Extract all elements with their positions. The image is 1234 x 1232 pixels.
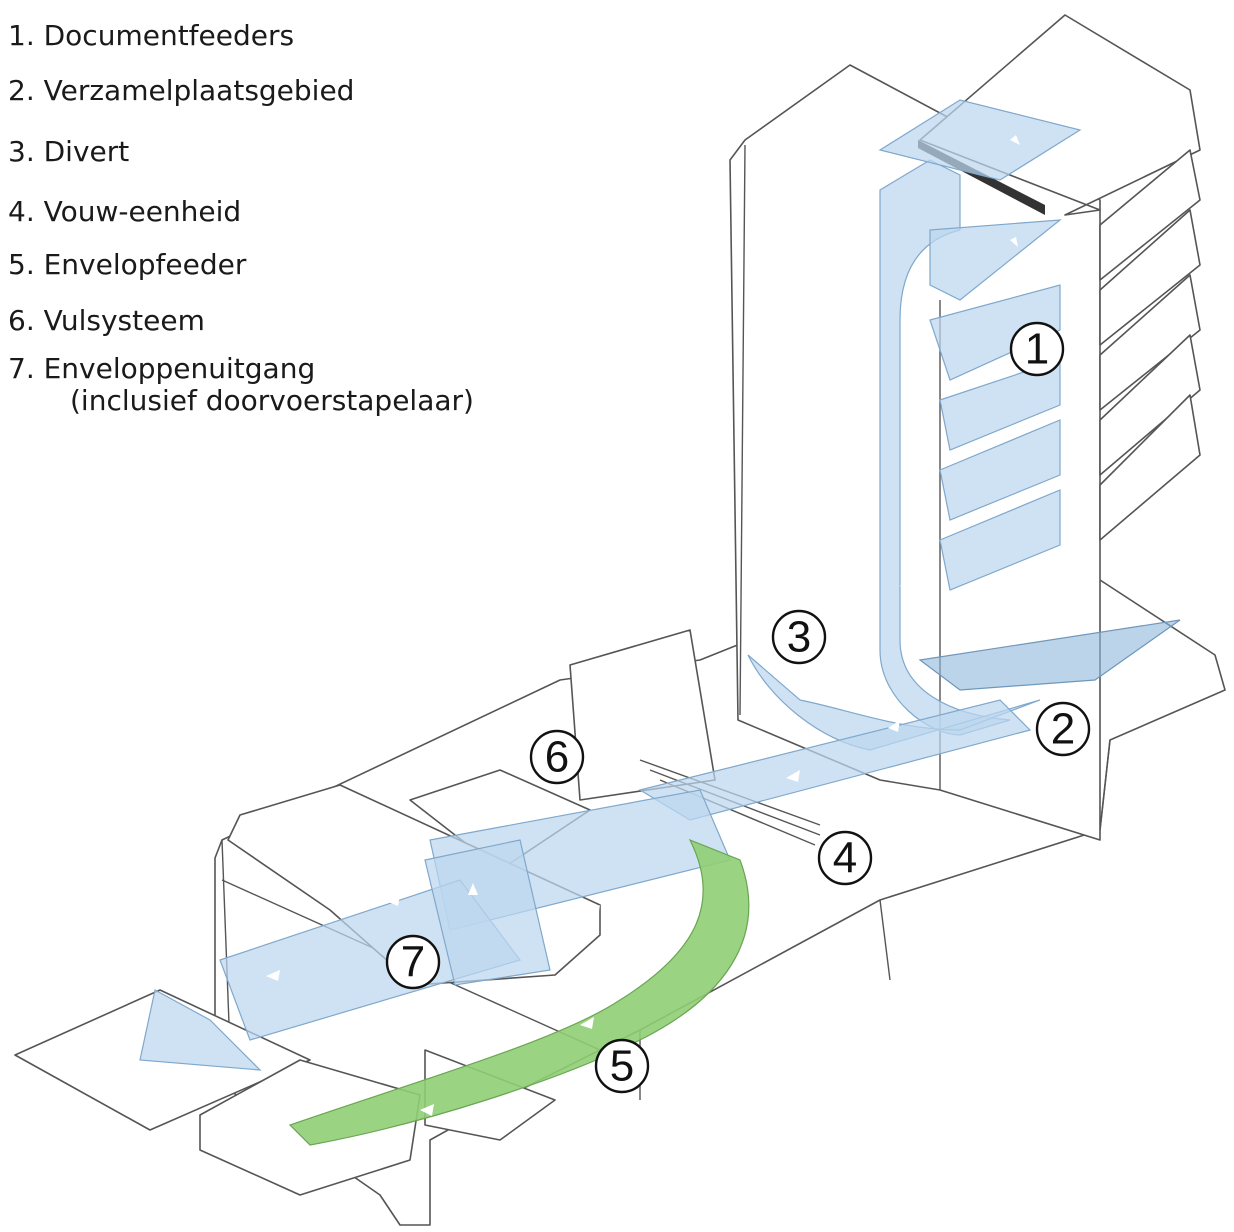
feeder-tray-3 <box>1099 209 1201 346</box>
arrow-icon <box>580 1017 594 1029</box>
legend-item-7: 7. Enveloppenuitgang <box>8 352 316 385</box>
legend-item-1: 1. Documentfeeders <box>8 19 295 52</box>
envelope-path <box>288 838 750 1146</box>
arrow-icon <box>786 770 800 782</box>
legend-item-6: 6. Vulsysteem <box>8 304 205 337</box>
callout-5: 5 <box>594 1038 650 1094</box>
callout-6: 6 <box>529 729 585 785</box>
feeder-tray-4 <box>1099 274 1201 411</box>
arrow-icon <box>888 720 900 732</box>
callout-7: 7 <box>385 934 441 990</box>
legend-item-4: 4. Vouw-eenheid <box>8 195 242 228</box>
feeder-tray-2 <box>1099 149 1201 281</box>
callout-6-label: 6 <box>545 733 569 782</box>
document-sheet-1 <box>878 99 1082 181</box>
legend: 1. Documentfeeders 2. Verzamelplaatsgebi… <box>8 22 474 415</box>
arrow-icon <box>905 365 913 377</box>
arrow-icon <box>1010 135 1020 145</box>
envelope-feed-path <box>288 838 750 1146</box>
legend-item-7-note: (inclusief doorvoerstapelaar) <box>70 384 474 417</box>
arrow-icon <box>1010 237 1018 247</box>
insert-chute <box>424 839 551 986</box>
document-sheet-4 <box>939 359 1061 451</box>
arrow-icon <box>468 883 478 895</box>
arrow-icon <box>586 905 600 917</box>
exit-arrow-path <box>139 989 262 1071</box>
callout-5-label: 5 <box>610 1042 634 1091</box>
legend-item-2: 2. Verzamelplaatsgebied <box>8 74 355 107</box>
callout-1-label: 1 <box>1025 325 1049 374</box>
inserter-hood <box>569 629 716 801</box>
callout-4-label: 4 <box>833 834 857 883</box>
callout-2-label: 2 <box>1051 705 1075 754</box>
arrow-icon <box>420 1104 434 1116</box>
arrow-icon <box>900 585 910 597</box>
arrow-icon <box>266 970 280 981</box>
callout-4: 4 <box>817 830 873 886</box>
collation-area <box>918 619 1181 691</box>
legend-item-5: 5. Envelopfeeder <box>8 248 247 281</box>
document-sheet-5 <box>939 419 1061 521</box>
legend-item-3: 3. Divert <box>8 135 130 168</box>
callout-7-label: 7 <box>401 938 425 987</box>
callout-3-label: 3 <box>787 613 811 662</box>
document-sheet-3 <box>929 284 1061 381</box>
flow-arrows <box>266 135 1020 1116</box>
arrow-icon <box>386 895 400 906</box>
callout-1: 1 <box>1009 321 1065 377</box>
feeder-tray-6 <box>1099 394 1201 541</box>
document-sheet-2 <box>929 219 1062 301</box>
callout-3: 3 <box>771 609 827 665</box>
document-sheet-6 <box>939 489 1061 591</box>
feeder-tray-5 <box>1099 334 1201 476</box>
callout-2: 2 <box>1035 701 1091 757</box>
document-path <box>139 99 1181 1071</box>
